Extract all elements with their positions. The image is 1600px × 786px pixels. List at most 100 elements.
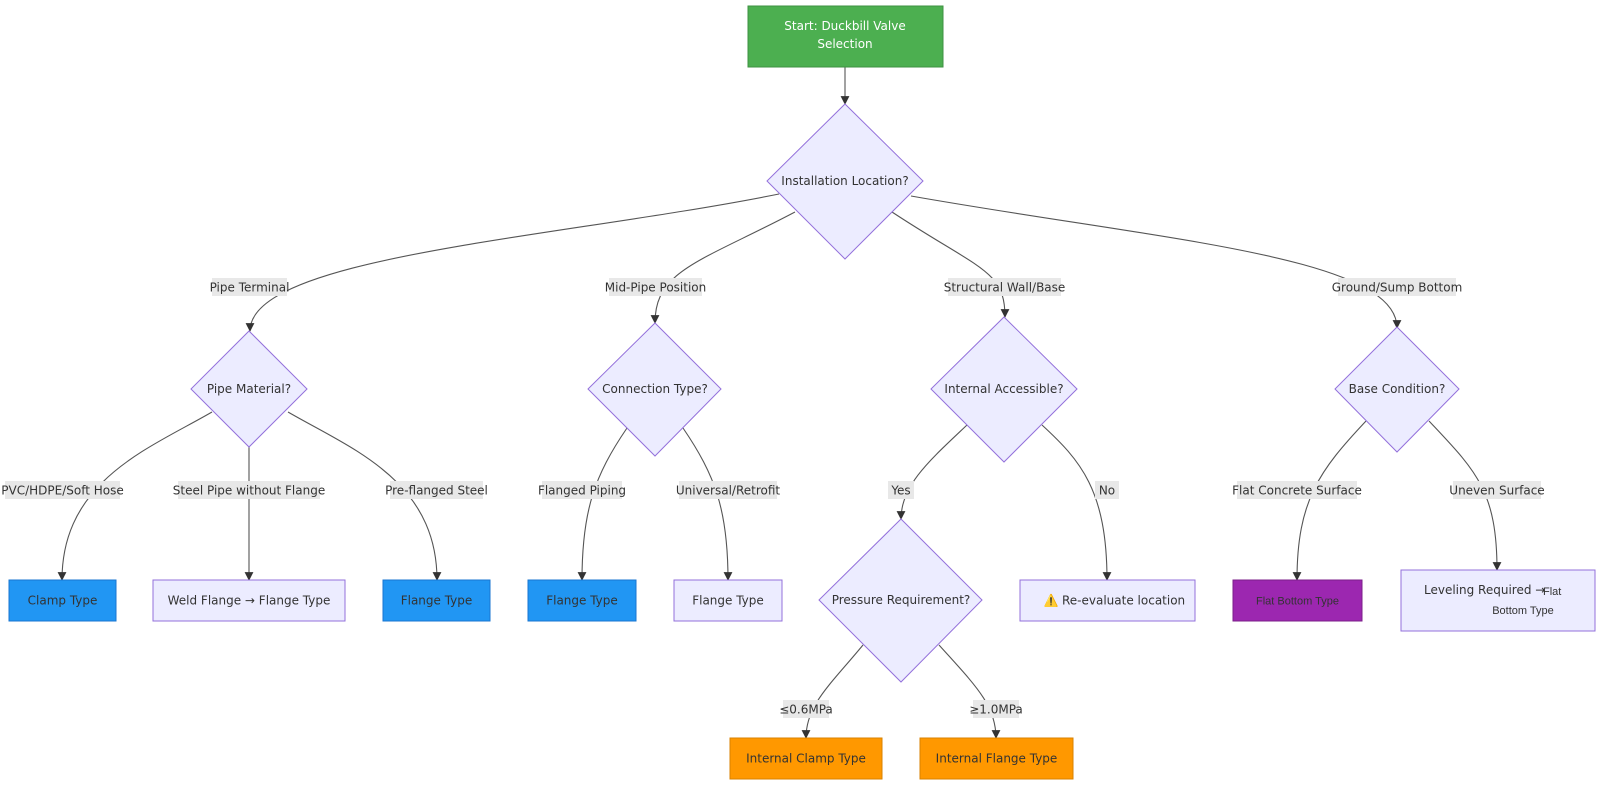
decision-label: Pressure Requirement? xyxy=(832,593,971,607)
result-flange-type-2: Flange Type xyxy=(527,579,637,622)
edge-base-to-flat-bottom xyxy=(1292,420,1367,581)
result-clamp-type: Clamp Type xyxy=(8,579,117,622)
edge-label-bg xyxy=(783,700,829,718)
result-internal-flange-type: Internal Flange Type xyxy=(919,737,1074,780)
edge-label-uneven-surface: Uneven Surface xyxy=(1449,481,1545,499)
edge-label-text: Pre-flanged Steel xyxy=(385,484,488,498)
result-label-line2: Bottom Type xyxy=(1492,605,1554,617)
result-flange-type-3: Flange Type xyxy=(673,579,783,622)
result-flat-bottom-type: Flat Bottom Type xyxy=(1232,579,1363,622)
result-label: Flange Type xyxy=(401,594,473,608)
edge-label-text: Ground/Sump Bottom xyxy=(1332,281,1463,295)
decision-installation-location: Installation Location? xyxy=(766,103,924,260)
decision-pipe-material: Pipe Material? xyxy=(190,330,308,448)
result-label: Flange Type xyxy=(692,594,764,608)
edge-label-text: Universal/Retrofit xyxy=(676,484,781,498)
result-reevaluate-location: ⚠️ Re-evaluate location xyxy=(1019,579,1196,622)
decision-base-condition: Base Condition? xyxy=(1334,326,1460,453)
result-box xyxy=(1232,579,1363,622)
edge-installation-to-connection-type xyxy=(650,211,796,324)
result-label: Re-evaluate location xyxy=(1062,594,1185,608)
result-box xyxy=(382,579,491,622)
edge-label-text: Flat Concrete Surface xyxy=(1232,484,1362,498)
edge-label-text: Structural Wall/Base xyxy=(944,281,1066,295)
decision-label: Internal Accessible? xyxy=(944,382,1063,396)
edge-label-low-pressure: ≤0.6MPa xyxy=(779,700,833,718)
decision-internal-accessible: Internal Accessible? xyxy=(930,316,1078,463)
decision-connection-type: Connection Type? xyxy=(587,322,722,457)
edge-label-structural-wall: Structural Wall/Base xyxy=(944,278,1066,296)
decision-diamond xyxy=(930,316,1078,463)
edge-label-bg xyxy=(1095,481,1119,499)
edge-label-high-pressure: ≥1.0MPa xyxy=(969,700,1023,718)
edge-installation-to-internal-accessible xyxy=(891,211,1010,318)
result-box xyxy=(8,579,117,622)
result-label: Weld Flange → Flange Type xyxy=(168,594,331,608)
decision-label: Base Condition? xyxy=(1349,382,1446,396)
decision-pressure-requirement: Pressure Requirement? xyxy=(818,518,983,683)
result-label-line1b: Flat xyxy=(1543,586,1561,598)
edge-internal-to-reevaluate xyxy=(1041,424,1112,581)
edge-label-bg xyxy=(1237,481,1357,499)
edge-label-text: ≥1.0MPa xyxy=(969,703,1023,717)
decision-diamond xyxy=(1334,326,1460,453)
result-label: Flange Type xyxy=(546,594,618,608)
edge-pipe-material-to-clamp xyxy=(57,411,213,581)
edge-label-text: Steel Pipe without Flange xyxy=(173,484,325,498)
edge-label-bg xyxy=(1338,278,1456,296)
result-box xyxy=(919,737,1074,780)
result-box xyxy=(729,737,883,780)
result-box xyxy=(152,579,346,622)
edge-label-text: Yes xyxy=(890,484,910,498)
edge-internal-to-pressure xyxy=(896,424,968,520)
edge-label-bg xyxy=(1453,481,1541,499)
result-flange-type-1: Flange Type xyxy=(382,579,491,622)
start-node-box xyxy=(747,5,944,68)
result-label: Flat Bottom Type xyxy=(1256,596,1339,608)
edge-connection-to-flange-3 xyxy=(682,427,733,581)
decision-diamond xyxy=(766,103,924,260)
edge-label-bg xyxy=(609,278,702,296)
result-label: Clamp Type xyxy=(28,594,98,608)
edge-label-bg xyxy=(212,278,287,296)
edge-pipe-material-to-flange-1 xyxy=(287,411,442,581)
edge-label-pvc-hdpe: PVC/HDPE/Soft Hose xyxy=(1,481,124,499)
decision-label: Pipe Material? xyxy=(207,382,291,396)
edge-label-bg xyxy=(390,481,483,499)
edge-label-text: No xyxy=(1099,484,1115,498)
warning-icon: ⚠️ xyxy=(1044,594,1059,608)
decision-label: Installation Location? xyxy=(781,174,908,188)
edge-label-text: Pipe Terminal xyxy=(210,281,290,295)
edge-label-steel-no-flange: Steel Pipe without Flange xyxy=(173,481,325,499)
result-weld-flange: Weld Flange → Flange Type xyxy=(152,579,346,622)
edge-pressure-to-internal-flange xyxy=(938,644,1001,739)
edge-label-universal-retrofit: Universal/Retrofit xyxy=(676,481,781,499)
edge-label-bg xyxy=(973,700,1019,718)
edge-installation-to-base-condition xyxy=(910,195,1402,329)
result-label: Internal Clamp Type xyxy=(746,752,866,766)
result-box xyxy=(673,579,783,622)
edge-installation-to-pipe-material xyxy=(245,193,780,332)
edge-label-no: No xyxy=(1095,481,1119,499)
edge-label-bg xyxy=(178,481,320,499)
edge-labels: Pipe Terminal Mid-Pipe Position Structur… xyxy=(1,278,1545,718)
result-label: Internal Flange Type xyxy=(936,752,1058,766)
result-box xyxy=(1400,569,1596,632)
edge-label-bg xyxy=(948,278,1061,296)
start-node: Start: Duckbill Valve Selection xyxy=(747,5,944,68)
result-leveling-required: Leveling Required → Flat Bottom Type xyxy=(1400,569,1596,632)
result-box xyxy=(1019,579,1196,622)
result-label-line1: Leveling Required → xyxy=(1424,583,1545,597)
edge-pressure-to-internal-clamp xyxy=(801,644,864,739)
edge-label-bg xyxy=(542,481,622,499)
decision-label: Connection Type? xyxy=(602,382,708,396)
edge-label-text: Flanged Piping xyxy=(538,484,626,498)
edge-label-bg xyxy=(5,481,120,499)
decision-diamond xyxy=(190,330,308,448)
edge-label-yes: Yes xyxy=(888,481,914,499)
edge-connection-to-flange-2 xyxy=(577,427,628,581)
result-internal-clamp-type: Internal Clamp Type xyxy=(729,737,883,780)
edge-label-flat-concrete: Flat Concrete Surface xyxy=(1232,481,1362,499)
edge-label-bg xyxy=(679,481,777,499)
edge-label-mid-pipe: Mid-Pipe Position xyxy=(605,278,706,296)
